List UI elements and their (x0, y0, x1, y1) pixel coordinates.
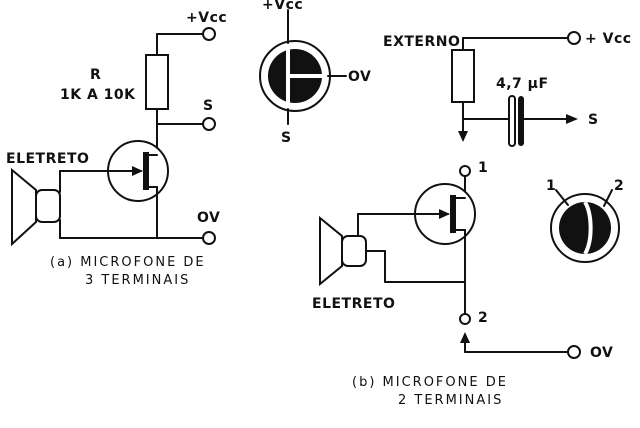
pinout-b-lead-1 (555, 189, 569, 206)
pin-vcc-label: +Vcc (262, 0, 303, 13)
caption-a-line1: (a) MICROFONE DE (50, 255, 206, 270)
pinout-3-terminal: +Vcc OV S (259, 0, 371, 146)
pinout-b-inner (559, 202, 611, 254)
caption-b-line2: 2 TERMINAIS (398, 393, 503, 408)
vcc-b-terminal (567, 31, 581, 45)
capacitor-label: 4,7 µF (496, 76, 549, 92)
s-a-label: S (203, 98, 214, 114)
fet-b-channel (450, 195, 456, 233)
pin-s-label: S (281, 130, 292, 146)
circuit-b: EXTERNO + Vcc 4,7 µF S 1 (312, 31, 632, 408)
electret-a-horn (11, 167, 37, 247)
pinout-b-lead-2 (603, 189, 613, 207)
pin2-label: 2 (478, 310, 488, 326)
vcc-a-label: +Vcc (186, 10, 227, 26)
capacitor-plate-left (508, 95, 516, 147)
caption-a-line2: 3 TERMINAIS (85, 273, 190, 288)
eletreto-b-label: ELETRETO (312, 296, 395, 312)
resistor-r (145, 54, 169, 110)
externo-label: EXTERNO (383, 34, 460, 50)
fet-a-gate-arrow (132, 166, 143, 176)
pinout-2-terminal: 1 2 (546, 178, 624, 263)
up-arrow (460, 332, 470, 343)
resistor-name-label: R (90, 67, 101, 83)
down-arrow (458, 131, 468, 142)
pin1-terminal (459, 165, 471, 177)
pin1-top-label: 1 (546, 178, 556, 194)
s-a-terminal (202, 117, 216, 131)
pin1-label: 1 (478, 160, 488, 176)
electret-a-body (35, 189, 61, 223)
electret-b-body (341, 235, 367, 267)
fet-b-gate-arrow (439, 209, 450, 219)
pin2-terminal (459, 313, 471, 325)
external-resistor (451, 49, 475, 103)
caption-b-line1: (b) MICROFONE DE (352, 375, 508, 390)
eletreto-a-label: ELETRETO (6, 151, 89, 167)
pin-ov-label: OV (348, 69, 371, 85)
ov-a-terminal (202, 231, 216, 245)
s-b-arrow (566, 114, 578, 124)
fet-a-channel (143, 152, 149, 190)
ov-a-label: OV (197, 210, 220, 226)
vcc-a-terminal (202, 27, 216, 41)
capacitor-plate-right (518, 96, 524, 146)
pinout-b-gap (583, 200, 593, 255)
ov-b-terminal (567, 345, 581, 359)
circuit-a: +Vcc R 1K A 10K S OV ELETRETO (a) MICROF… (6, 10, 227, 288)
ov-b-label: OV (590, 345, 613, 361)
s-b-label: S (588, 112, 599, 128)
pin2-top-label: 2 (614, 178, 624, 194)
vcc-b-label: + Vcc (585, 31, 632, 47)
resistor-value-label: 1K A 10K (60, 87, 136, 103)
electret-b-horn (319, 215, 343, 287)
